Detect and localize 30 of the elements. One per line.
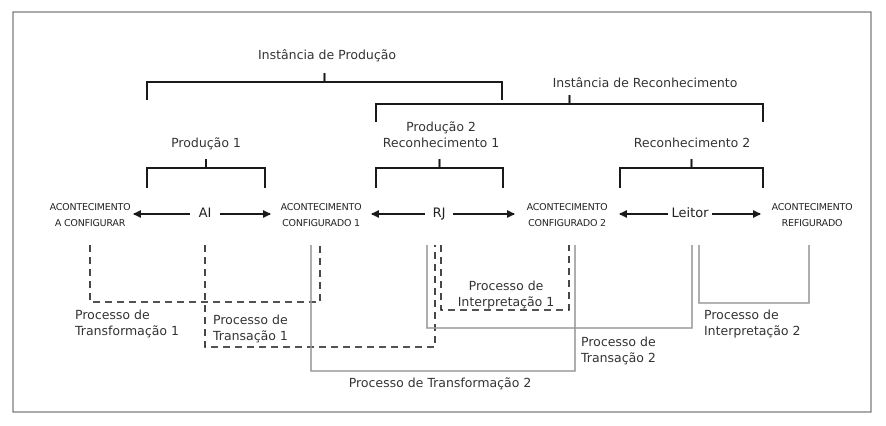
process-bracket (89, 245, 321, 303)
arrow (220, 210, 271, 218)
group-label: Instância de Reconhecimento (552, 75, 738, 91)
edge-label: Processo de Interpretação 2 (704, 307, 802, 339)
arrow (453, 210, 515, 218)
agent-label: AI (198, 205, 212, 223)
group-label: Produção 2 Reconhecimento 1 (382, 119, 500, 151)
edge-label: Processo de Transformação 2 (348, 375, 532, 391)
group-label: Reconhecimento 2 (632, 135, 752, 151)
group-label: Instância de Produção (256, 47, 398, 63)
edge-label: Processo de Interpretação 1 (456, 278, 556, 310)
process-bracket (204, 245, 436, 348)
process-bracket (426, 245, 693, 329)
process-bracket (440, 245, 570, 311)
edge-label: Processo de Transformação 1 (75, 307, 180, 339)
process-bracket (310, 245, 576, 372)
agent-label: Leitor (671, 205, 709, 223)
event-label: ACONTECIMENTO A CONFIGURAR (48, 201, 132, 231)
arrow (133, 210, 190, 218)
event-label: ACONTECIMENTO CONFIGURADO 1 (280, 201, 362, 231)
agent-label: RJ (432, 205, 446, 223)
arrow (619, 210, 668, 218)
edge-label: Processo de Transação 1 (213, 312, 289, 344)
arrow (371, 210, 425, 218)
arrow (712, 210, 761, 218)
group-label: Produção 1 (170, 135, 242, 151)
process-bracket (698, 245, 810, 304)
event-label: ACONTECIMENTO REFIGURADO (770, 201, 854, 231)
event-label: ACONTECIMENTO CONFIGURADO 2 (526, 201, 608, 231)
edge-label: Processo de Transação 2 (581, 334, 657, 366)
